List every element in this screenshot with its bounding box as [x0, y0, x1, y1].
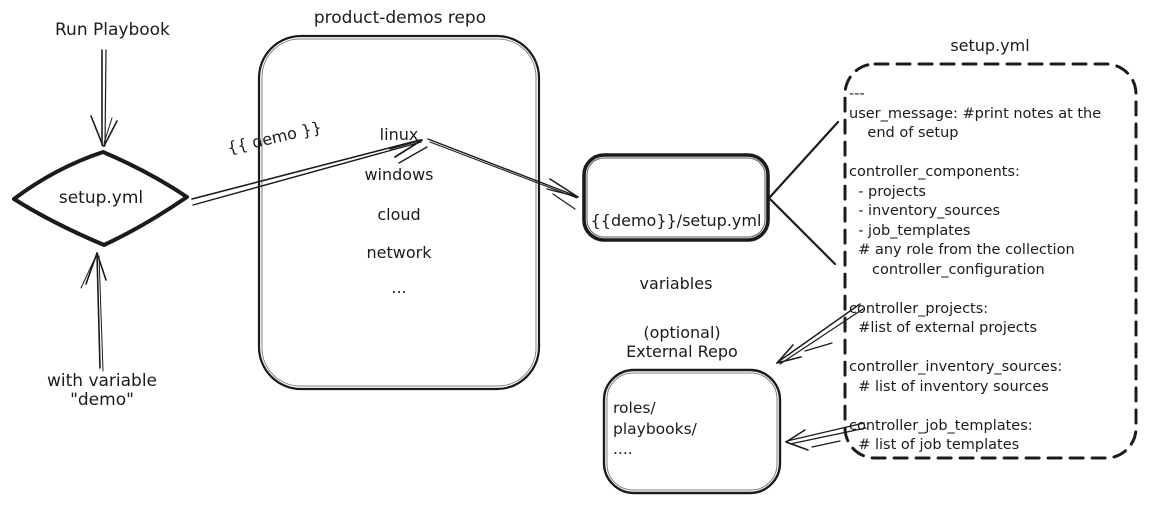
repo-item-cloud: cloud [377, 205, 421, 224]
run-playbook-label: Run Playbook [55, 20, 170, 40]
demo-arrow [191, 139, 428, 206]
repo-title: product-demos repo [313, 8, 487, 28]
with-variable-label: with variable "demo" [46, 371, 158, 410]
setup-yml-content: --- user_message: #print notes at the en… [849, 86, 1102, 453]
setup-diamond [12, 150, 189, 247]
repo-item-ellipsis: ... [391, 278, 407, 297]
variables-box-label: {{demo}}/setup.yml variables [584, 168, 768, 336]
projects-to-external-arrow [776, 303, 864, 365]
setup-yml-title: setup.yml [950, 36, 1030, 55]
variables-box-line1: {{demo}}/setup.yml [590, 211, 762, 230]
external-repo-label: (optional) External Repo [626, 323, 738, 361]
setup-yml-dashed-box [843, 62, 1138, 460]
repo-item-windows: windows [364, 165, 434, 184]
diamond-label: setup.yml [58, 188, 144, 208]
run-playbook-arrow [90, 49, 118, 147]
variables-box-line2: variables [639, 274, 713, 293]
repo-item-linux: linux [379, 125, 419, 144]
templates-to-external-arrow [785, 422, 867, 451]
variables-box-shape [582, 153, 770, 242]
linux-to-variables-arrow [427, 138, 579, 210]
with-variable-arrow [80, 252, 107, 372]
external-repo-content: roles/ playbooks/ .... [613, 399, 697, 458]
repo-item-network: network [366, 243, 432, 262]
external-repo-box [602, 368, 782, 495]
variables-fork-lines [768, 120, 840, 266]
product-demos-box [257, 34, 541, 391]
